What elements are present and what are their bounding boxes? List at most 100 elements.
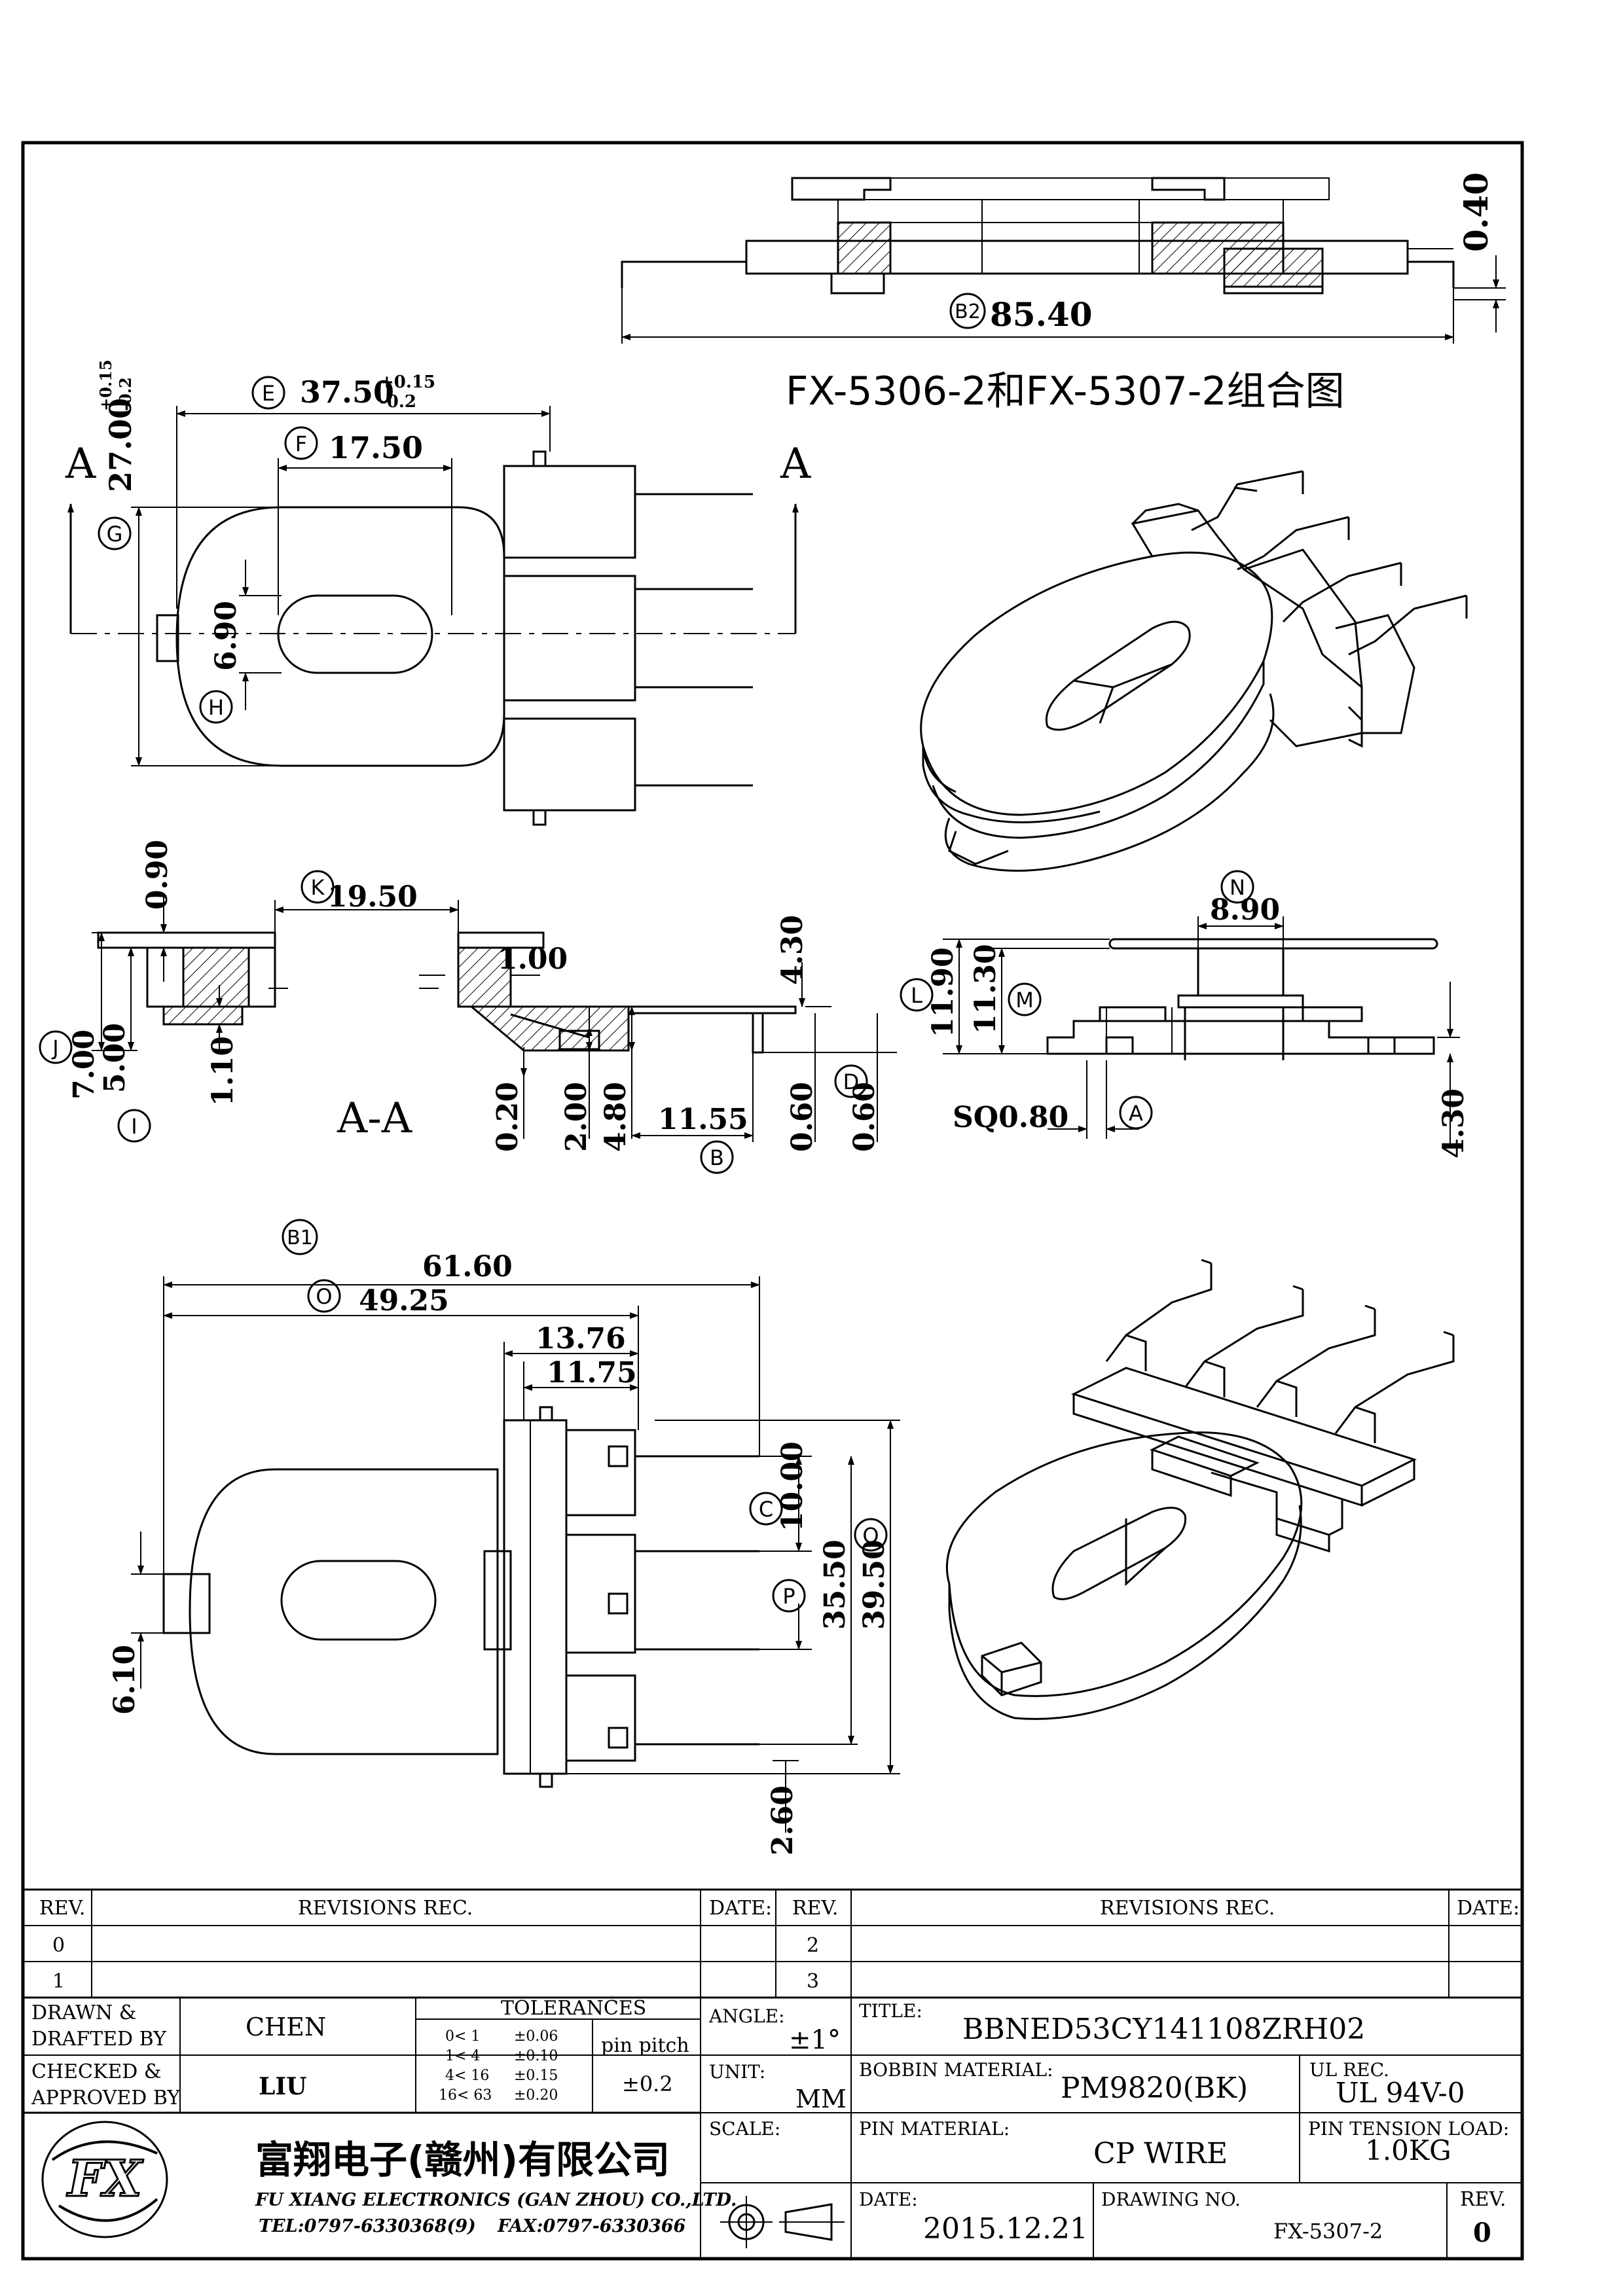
tb-revisions-header: REVISIONS REC. <box>298 1897 473 1920</box>
tag-f: F <box>284 426 318 460</box>
dim-text-pin-len: 4.30 <box>1437 1088 1470 1158</box>
dim-text-plan-width-tol-plus: +0.15 <box>380 372 435 392</box>
tag-p: P <box>772 1579 806 1613</box>
tb-rev-row-0: 0 <box>52 1934 65 1957</box>
dim-text-header-span: 39.50 <box>858 1539 891 1630</box>
tag-h: H <box>199 690 233 724</box>
section-arrow-left: A <box>65 440 96 488</box>
side-dims <box>943 916 1460 1145</box>
tb-checked-name: LIU <box>259 2073 307 2100</box>
tb-pin-material-value: CP WIRE <box>1093 2137 1228 2170</box>
svg-text:D: D <box>843 1069 860 1094</box>
tb-date-header: DATE: <box>709 1897 772 1920</box>
tb-drawn-label-1: DRAWN & <box>31 2001 136 2024</box>
tb-pin-pitch-value: ±0.2 <box>622 2072 673 2096</box>
tb-fax: FAX:0797-6330366 <box>497 2216 686 2236</box>
tb-rev-header-right: REV. <box>792 1897 838 1920</box>
dim-text-side-height-1: 11.90 <box>926 947 960 1037</box>
top-view <box>621 177 1455 295</box>
tb-pin-pitch-label: pin pitch <box>601 2034 689 2057</box>
dim-text-thickness: 0.40 <box>1457 172 1495 252</box>
dim-text-plan-width: 37.50 <box>300 374 394 410</box>
tb-tel: TEL:0797-6330368(9) <box>259 2216 476 2236</box>
tb-date-header-right: DATE: <box>1457 1897 1520 1920</box>
tag-k: K <box>301 870 335 904</box>
dim-text-pin-dia-2: 0.60 <box>848 1082 881 1152</box>
svg-text:H: H <box>208 695 224 720</box>
tb-checked-label-2: APPROVED BY <box>31 2087 181 2109</box>
dim-text-inner-dia: 19.50 <box>327 880 418 914</box>
dim-text-pitch: 10.00 <box>776 1441 809 1532</box>
tag-a: A <box>1119 1096 1153 1130</box>
dim-text-header-2: 11.75 <box>547 1356 637 1390</box>
dim-text-flange-thk: 0.90 <box>141 840 174 910</box>
tb-rev-row-1: 1 <box>52 1970 65 1993</box>
tb-title-label: TITLE: <box>859 2000 922 2022</box>
svg-text:J: J <box>51 1035 58 1060</box>
tb-bobbin-label: BOBBIN MATERIAL: <box>859 2059 1053 2081</box>
tag-g: G <box>98 516 132 550</box>
dim-text-base-thk: 2.00 <box>560 1082 593 1152</box>
tb-revisions-header-right: REVISIONS REC. <box>1100 1897 1275 1920</box>
tb-scale-label: SCALE: <box>709 2118 780 2140</box>
dim-text-bottom-body: 49.25 <box>359 1284 449 1318</box>
tb-drawing-no-label: DRAWING NO. <box>1101 2189 1241 2210</box>
svg-text:N: N <box>1230 875 1245 900</box>
tb-tolerances-header: TOLERANCES <box>501 1997 646 2020</box>
dim-text-step: 1.00 <box>498 942 568 976</box>
sheet-border <box>21 141 1524 2261</box>
bottom-view <box>162 1406 759 1788</box>
svg-text:Q: Q <box>862 1523 879 1548</box>
dim-text-tab: 6.10 <box>108 1645 141 1715</box>
tb-angle-label: ANGLE: <box>708 2005 785 2027</box>
tb-rev-row-3: 3 <box>807 1970 819 1993</box>
tag-j: J <box>39 1030 73 1064</box>
tb-rev-header: REV. <box>39 1897 85 1920</box>
tag-o: O <box>307 1279 341 1313</box>
svg-text:K: K <box>311 875 325 900</box>
tb-date-label: DATE: <box>859 2189 918 2210</box>
tag-q: Q <box>854 1518 888 1552</box>
tb-date-value: 2015.12.21 <box>923 2212 1088 2246</box>
tb-tol-range-0: 0< 1 <box>445 2028 480 2045</box>
dim-text-pin-height: 4.30 <box>776 915 809 985</box>
tb-angle-value: ±1° <box>789 2025 841 2055</box>
dim-text-base-step: 1.10 <box>206 1036 240 1106</box>
svg-text:B1: B1 <box>287 1227 313 1249</box>
tb-ul-label: UL REC. <box>1309 2059 1389 2081</box>
tag-b1: B1 <box>282 1219 318 1255</box>
tb-checked-label-1: CHECKED & <box>31 2060 162 2083</box>
tb-unit-value: MM <box>795 2085 847 2113</box>
dim-text-pin-sq: SQ0.80 <box>953 1101 1068 1134</box>
dim-text-bottom-overall: 61.60 <box>422 1250 513 1283</box>
tag-m: M <box>1008 982 1042 1016</box>
svg-text:C: C <box>759 1497 773 1522</box>
tb-title-value: BBNED53CY141108ZRH02 <box>962 2013 1365 2046</box>
tb-company-en: FU XIANG ELECTRONICS (GAN ZHOU) CO.,LTD. <box>255 2190 737 2210</box>
tb-tol-value-2: ±0.15 <box>514 2068 558 2084</box>
svg-text:G: G <box>107 522 123 547</box>
dim-text-side-height-2: 11.30 <box>969 944 1002 1034</box>
tag-l: L <box>900 978 934 1012</box>
svg-text:M: M <box>1015 988 1034 1013</box>
side-view <box>1046 938 1438 1060</box>
tb-rev-value: 0 <box>1473 2217 1491 2248</box>
title-block-grid <box>23 1888 1522 2259</box>
tag-n: N <box>1220 870 1254 904</box>
tb-bobbin-value: PM9820(BK) <box>1061 2072 1248 2105</box>
tb-company-cn: 富翔电子(赣州)有限公司 <box>255 2138 670 2182</box>
projection-symbol-icon <box>720 2196 845 2248</box>
dim-text-plan-height-tol-minus: -0.2 <box>116 377 135 411</box>
dim-text-pin-ext: 11.55 <box>658 1103 748 1136</box>
svg-text:P: P <box>782 1584 795 1609</box>
dim-text-pin-off: 2.60 <box>766 1785 799 1856</box>
section-dims <box>92 897 897 1142</box>
dim-text-header-1: 13.76 <box>536 1322 626 1355</box>
svg-text:L: L <box>911 983 922 1008</box>
company-logo: FX <box>41 2121 168 2238</box>
dim-text-row-span: 35.50 <box>818 1539 852 1630</box>
svg-text:I: I <box>131 1114 137 1139</box>
svg-text:A: A <box>1129 1101 1143 1126</box>
dim-text-core-width: 8.90 <box>1210 893 1280 927</box>
